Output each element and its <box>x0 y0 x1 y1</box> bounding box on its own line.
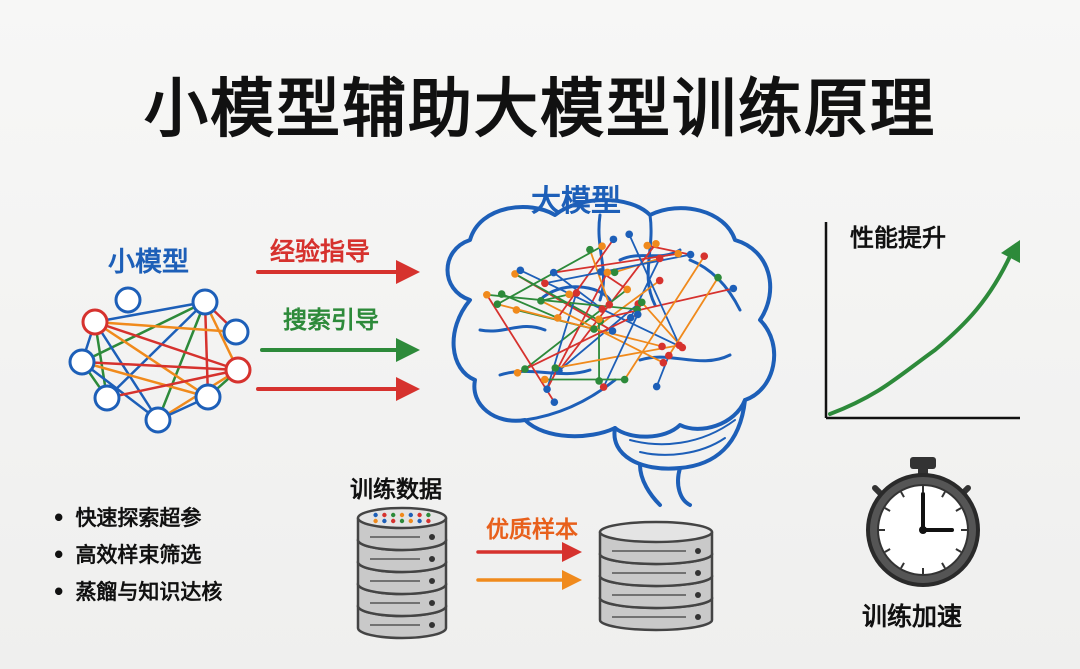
performance-label: 性能提升 <box>850 224 946 252</box>
benefit-item: 蒸餾与知识达核 <box>52 574 222 611</box>
network-node <box>93 384 121 412</box>
stopwatch-icon <box>866 457 980 587</box>
network-edge <box>80 300 207 364</box>
orange-arrows <box>476 542 582 590</box>
benefit-item: 快速探索超参 <box>52 500 222 537</box>
brain-stem <box>638 463 692 507</box>
network-edge <box>93 320 210 399</box>
network-edge <box>203 300 210 399</box>
network-node <box>68 348 96 376</box>
network-edge <box>105 300 207 400</box>
network-node <box>191 288 219 316</box>
benefits-list: 快速探索超参 高效样束筛选 蒸餾与知识达核 <box>52 500 222 611</box>
network-edge <box>93 320 238 334</box>
quality-samples-database <box>598 520 714 632</box>
large-model-label: 大模型 <box>531 184 621 219</box>
red-arrow-top <box>256 260 420 284</box>
quality-samples-label: 优质样本 <box>486 517 578 543</box>
network-node <box>81 308 109 336</box>
network-node <box>144 406 172 434</box>
experience-guidance-label: 经验指导 <box>270 237 371 266</box>
network-edge <box>93 300 207 324</box>
network-edge <box>105 368 240 400</box>
network-node <box>222 318 250 346</box>
brain-illustration <box>445 198 777 507</box>
search-guidance-label: 搜索引导 <box>283 306 379 334</box>
network-edge <box>80 360 240 372</box>
training-speed-label: 训练加速 <box>862 602 963 631</box>
green-arrow <box>260 338 420 362</box>
network-edge <box>80 360 210 399</box>
network-edge <box>156 300 207 422</box>
guidance-arrows <box>256 260 420 401</box>
red-arrow-bottom <box>256 377 420 401</box>
network-node <box>114 286 142 314</box>
small-model-label: 小模型 <box>108 247 189 278</box>
network-node <box>194 383 222 411</box>
benefit-item: 高效样束筛选 <box>52 537 222 574</box>
page-title: 小模型辅助大模型训练原理 <box>144 73 936 147</box>
network-edge <box>80 360 160 422</box>
network-edge <box>93 320 160 422</box>
perf-growth-curve <box>828 250 1014 416</box>
perf-growth-arrowhead <box>1001 240 1020 263</box>
brain-outline <box>445 198 777 439</box>
small-model-network <box>68 286 252 434</box>
network-edge <box>93 320 240 372</box>
training-data-database <box>356 506 448 640</box>
training-data-label: 训练数据 <box>350 477 442 503</box>
network-node <box>224 356 252 384</box>
performance-chart <box>824 222 1020 420</box>
